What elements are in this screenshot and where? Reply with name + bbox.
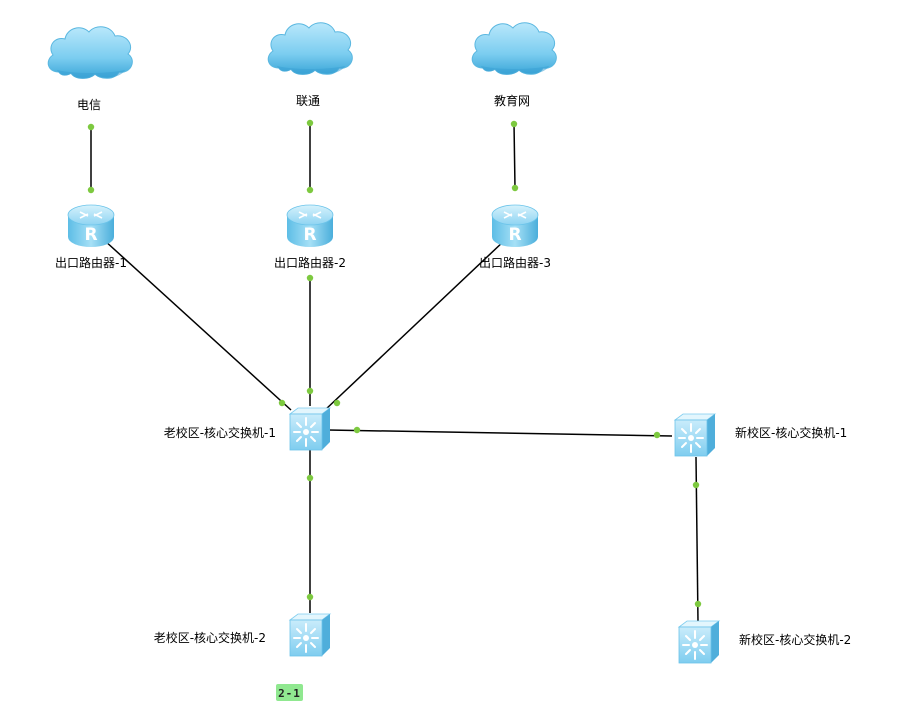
new-core-switch-2[interactable]: 新校区-核心交换机-2 (678, 620, 851, 664)
old-core-switch-2-label: 老校区-核心交换机-2 (154, 630, 266, 645)
router-1-label: 出口路由器-1 (55, 255, 127, 270)
new-core-switch-1[interactable]: 新校区-核心交换机-1 (674, 413, 847, 457)
router-icon (67, 204, 115, 248)
old-core-switch-2[interactable]: 老校区-核心交换机-2 (154, 613, 331, 657)
cloud-unicom[interactable]: 联通 (267, 22, 353, 108)
router-icon (491, 204, 539, 248)
port-dot (306, 274, 314, 282)
old-core-switch-1[interactable]: 老校区-核心交换机-1 (164, 407, 331, 451)
links-layer (90, 122, 699, 623)
switch-icon (674, 413, 716, 457)
router-3-label: 出口路由器-3 (479, 255, 551, 270)
new-core-switch-1-label: 新校区-核心交换机-1 (735, 425, 847, 440)
router-2-label: 出口路由器-2 (274, 255, 346, 270)
link-router3-oldcore1[interactable] (324, 239, 506, 411)
port-dots (87, 119, 702, 608)
link-router1-oldcore1[interactable] (103, 239, 292, 411)
port-dot (306, 186, 314, 194)
cloud-unicom-label: 联通 (296, 94, 320, 108)
switch-icon (289, 613, 331, 657)
port-dot (306, 474, 314, 482)
cloud-edu-label: 教育网 (494, 93, 530, 108)
cloud-telecom-label: 电信 (77, 98, 101, 112)
router-2[interactable]: 出口路由器-2 (274, 204, 346, 270)
port-dot (692, 481, 700, 489)
switch-icon (678, 620, 720, 664)
area-tag-text: 2-1 (278, 687, 301, 700)
old-core-switch-1-label: 老校区-核心交换机-1 (164, 425, 276, 440)
link-newcore1-newcore2[interactable] (695, 456, 699, 623)
switch-icon (289, 407, 331, 451)
port-dot (333, 399, 341, 407)
router-3[interactable]: 出口路由器-3 (479, 204, 551, 270)
port-dot (306, 593, 314, 601)
cloud-edu[interactable]: 教育网 (471, 22, 557, 108)
port-dot (511, 184, 519, 192)
area-tag[interactable]: 2-1 (276, 684, 303, 701)
link-edu-router3[interactable] (513, 122, 516, 189)
router-1[interactable]: 出口路由器-1 (55, 204, 127, 270)
port-dot (278, 399, 286, 407)
port-dot (353, 426, 361, 434)
cloud-icon (267, 22, 353, 76)
port-dot (87, 123, 95, 131)
link-oldcore1-newcore1[interactable] (327, 429, 673, 437)
router-icon (286, 204, 334, 248)
port-dot (653, 431, 661, 439)
area-tag-bg (276, 684, 303, 701)
new-core-switch-2-label: 新校区-核心交换机-2 (739, 632, 851, 647)
cloud-icon (471, 22, 557, 76)
cloud-telecom[interactable]: 电信 (47, 26, 133, 112)
port-dot (87, 186, 95, 194)
port-dot (510, 120, 518, 128)
port-dot (694, 600, 702, 608)
port-dot (306, 387, 314, 395)
port-dot (306, 119, 314, 127)
cloud-icon (47, 26, 133, 80)
